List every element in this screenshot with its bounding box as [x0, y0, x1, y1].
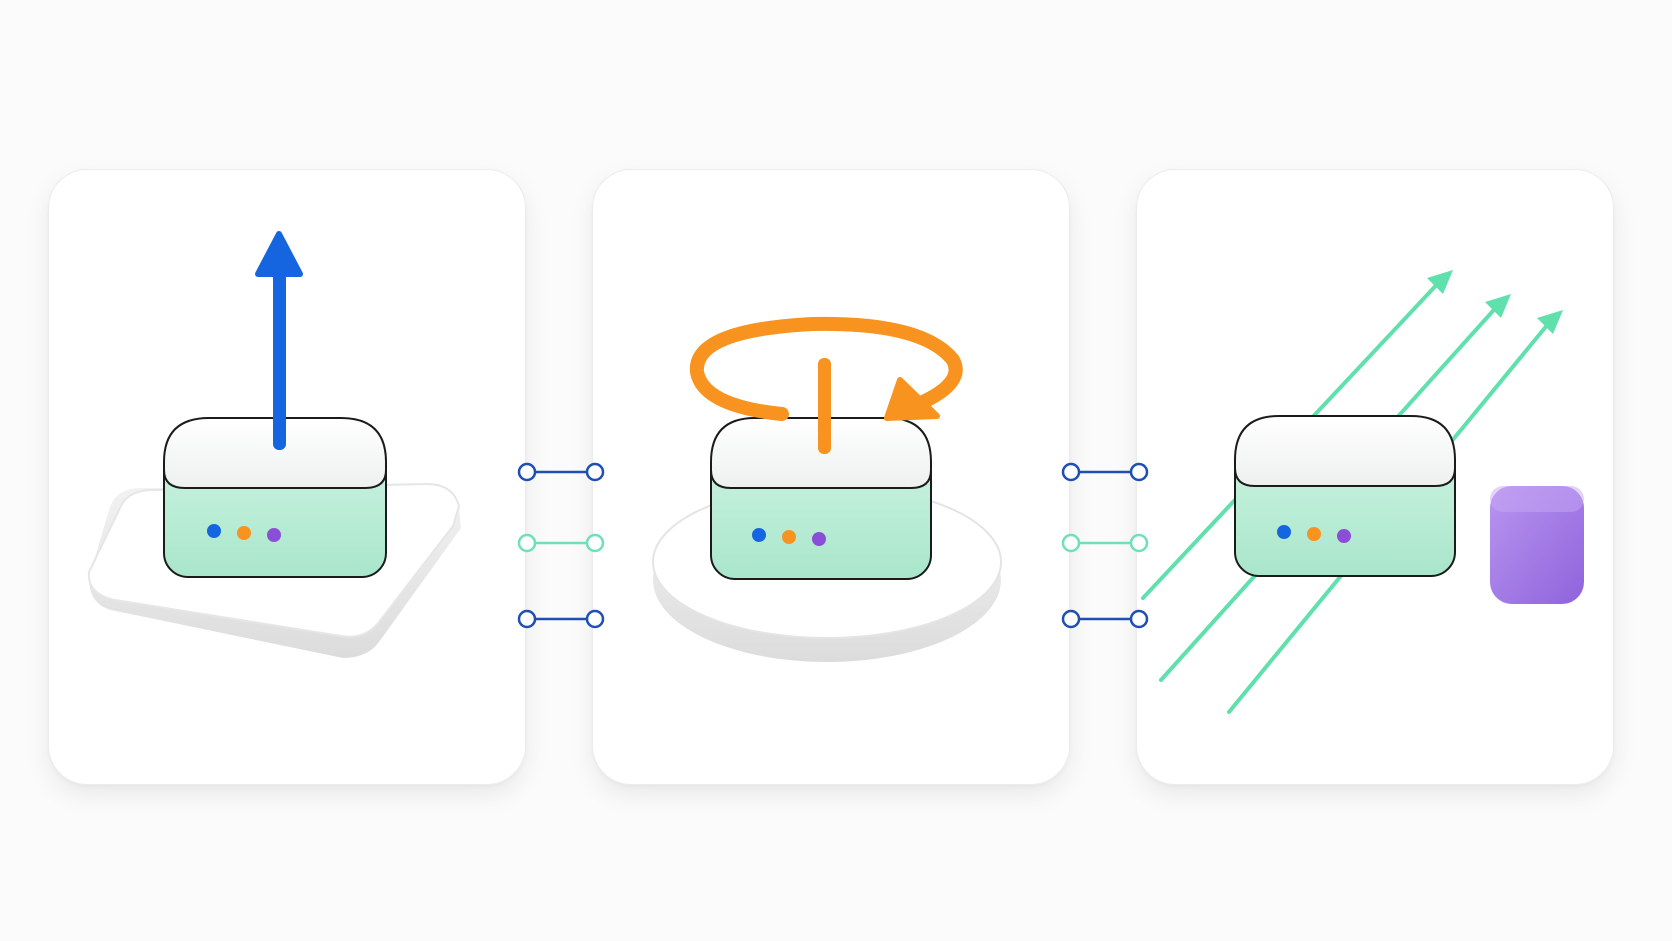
device: [1234, 415, 1456, 577]
rotate-illustration: [652, 316, 1002, 662]
connector-group-2: [1061, 462, 1149, 629]
led-blue: [752, 528, 766, 542]
led-purple: [267, 528, 281, 542]
arrow-head-1: [1427, 270, 1453, 294]
panel-flow: [1137, 170, 1613, 784]
arrow-heads: [1427, 270, 1563, 334]
led-blue: [207, 524, 221, 538]
arrow-head-2: [1485, 294, 1511, 318]
connector-group-1: [517, 462, 605, 629]
purple-block: [1490, 486, 1584, 604]
rotation-arrow-icon: [689, 316, 963, 454]
device: [163, 417, 387, 578]
led-orange: [237, 526, 251, 540]
led-orange: [782, 530, 796, 544]
flow-illustration: [1141, 270, 1584, 714]
panel-translate: [49, 170, 525, 784]
led-purple: [812, 532, 826, 546]
led-orange: [1307, 527, 1321, 541]
led-blue: [1277, 525, 1291, 539]
arrow-head-3: [1537, 310, 1563, 334]
led-purple: [1337, 529, 1351, 543]
up-arrow-icon: [255, 231, 303, 450]
translate-illustration: [87, 231, 461, 658]
panel-rotate: [593, 170, 1069, 784]
